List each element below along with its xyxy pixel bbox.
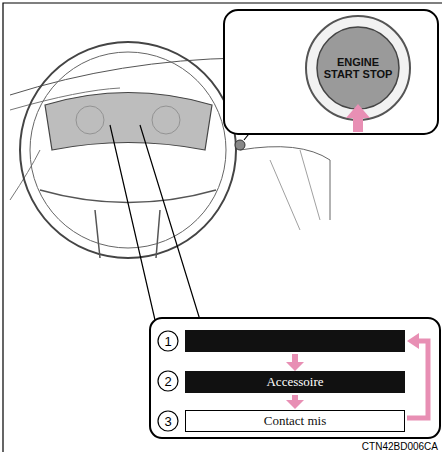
figure-code: CTN42BD006CA <box>362 441 438 452</box>
start-button: ENGINE START STOP <box>322 32 394 104</box>
callout-number: 3 <box>164 414 171 429</box>
display-bar: Contact mis <box>185 410 405 432</box>
step-arrow <box>286 395 304 409</box>
arrow-head <box>286 400 304 409</box>
display-bar: Accessoire <box>185 371 405 393</box>
callout-number: 1 <box>164 334 171 349</box>
node-text: Contact mis <box>264 413 326 429</box>
node-text: Accessoire <box>266 374 323 390</box>
callout-number: 2 <box>164 374 171 389</box>
arrow-shaft <box>292 395 298 401</box>
node-text: ENGINE START STOP <box>322 56 394 80</box>
